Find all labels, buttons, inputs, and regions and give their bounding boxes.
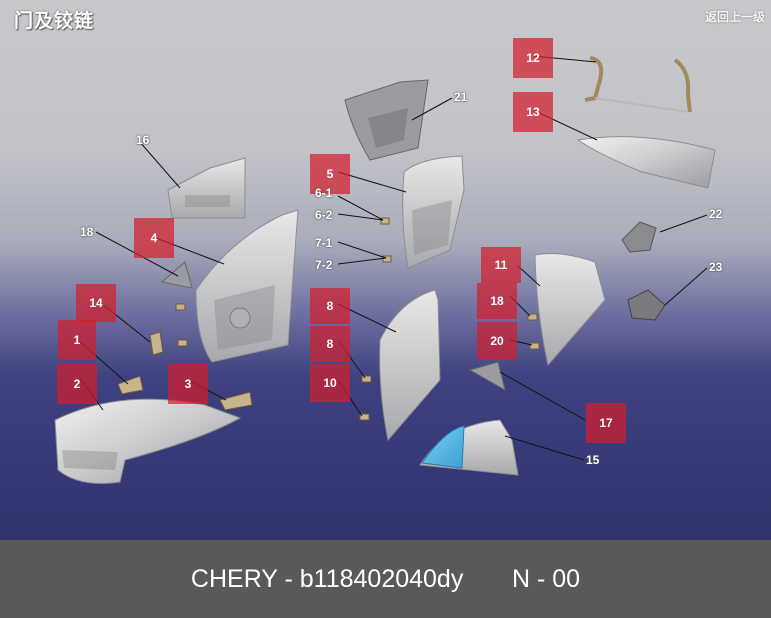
rear-door-outer-part[interactable] [534,253,606,367]
callout-18a[interactable]: 18 [80,225,94,239]
callout-8a[interactable]: 8 [310,288,350,324]
footer-page: N - 00 [511,564,581,593]
callout-8b[interactable]: 8 [310,326,350,362]
page-title: 门及铰链 [14,10,95,32]
callout-14[interactable]: 14 [76,284,116,322]
callout-10[interactable]: 10 [310,364,350,402]
trunk-hinge-part[interactable] [584,56,692,113]
front-door-part[interactable] [195,209,299,363]
callout-3[interactable]: 3 [168,364,208,404]
rear-door-frame-part[interactable] [344,79,429,161]
callout-5[interactable]: 5 [310,154,350,194]
footer-part-number: CHERY - b118402040dy [190,564,464,593]
door-latch-parts[interactable] [621,221,666,321]
callout-18b[interactable]: 18 [477,283,517,319]
callout-4[interactable]: 4 [134,218,174,258]
callout-21[interactable]: 21 [454,90,468,104]
rear-door-part[interactable] [402,155,465,269]
trunk-lid-part[interactable] [576,136,716,189]
callout-22[interactable]: 22 [709,207,723,221]
door-glass-part[interactable] [419,419,519,476]
parts-diagram [54,55,716,484]
callout-20[interactable]: 20 [477,322,517,360]
footer-bar: CHERY - b118402040dy N - 00 [0,540,771,618]
callout-13[interactable]: 13 [513,92,553,132]
callout-23[interactable]: 23 [709,260,723,274]
hood-part[interactable] [54,398,242,484]
callout-15[interactable]: 15 [586,453,600,467]
callout-2[interactable]: 2 [57,364,97,404]
callout-7-2[interactable]: 7-2 [315,258,333,272]
back-link[interactable]: 返回上一级 [704,10,765,24]
callout-17[interactable]: 17 [586,403,626,443]
diagram-stage: 门及铰链 返回上一级 1 2 3 4 5 8 8 10 11 12 13 14 … [0,0,771,540]
front-door-outer-part[interactable] [379,289,441,442]
callout-7-1[interactable]: 7-1 [315,236,333,250]
callout-12[interactable]: 12 [513,38,553,78]
callout-6-1[interactable]: 6-1 [315,186,333,200]
callout-1[interactable]: 1 [58,320,96,360]
door-bracket-part[interactable] [468,361,506,392]
callout-11[interactable]: 11 [481,247,521,283]
callout-6-2[interactable]: 6-2 [315,208,333,222]
callout-16[interactable]: 16 [136,133,150,147]
footer-spacer [463,565,512,594]
small-hinge-parts[interactable] [117,217,540,421]
front-door-frame-part[interactable] [167,157,246,219]
